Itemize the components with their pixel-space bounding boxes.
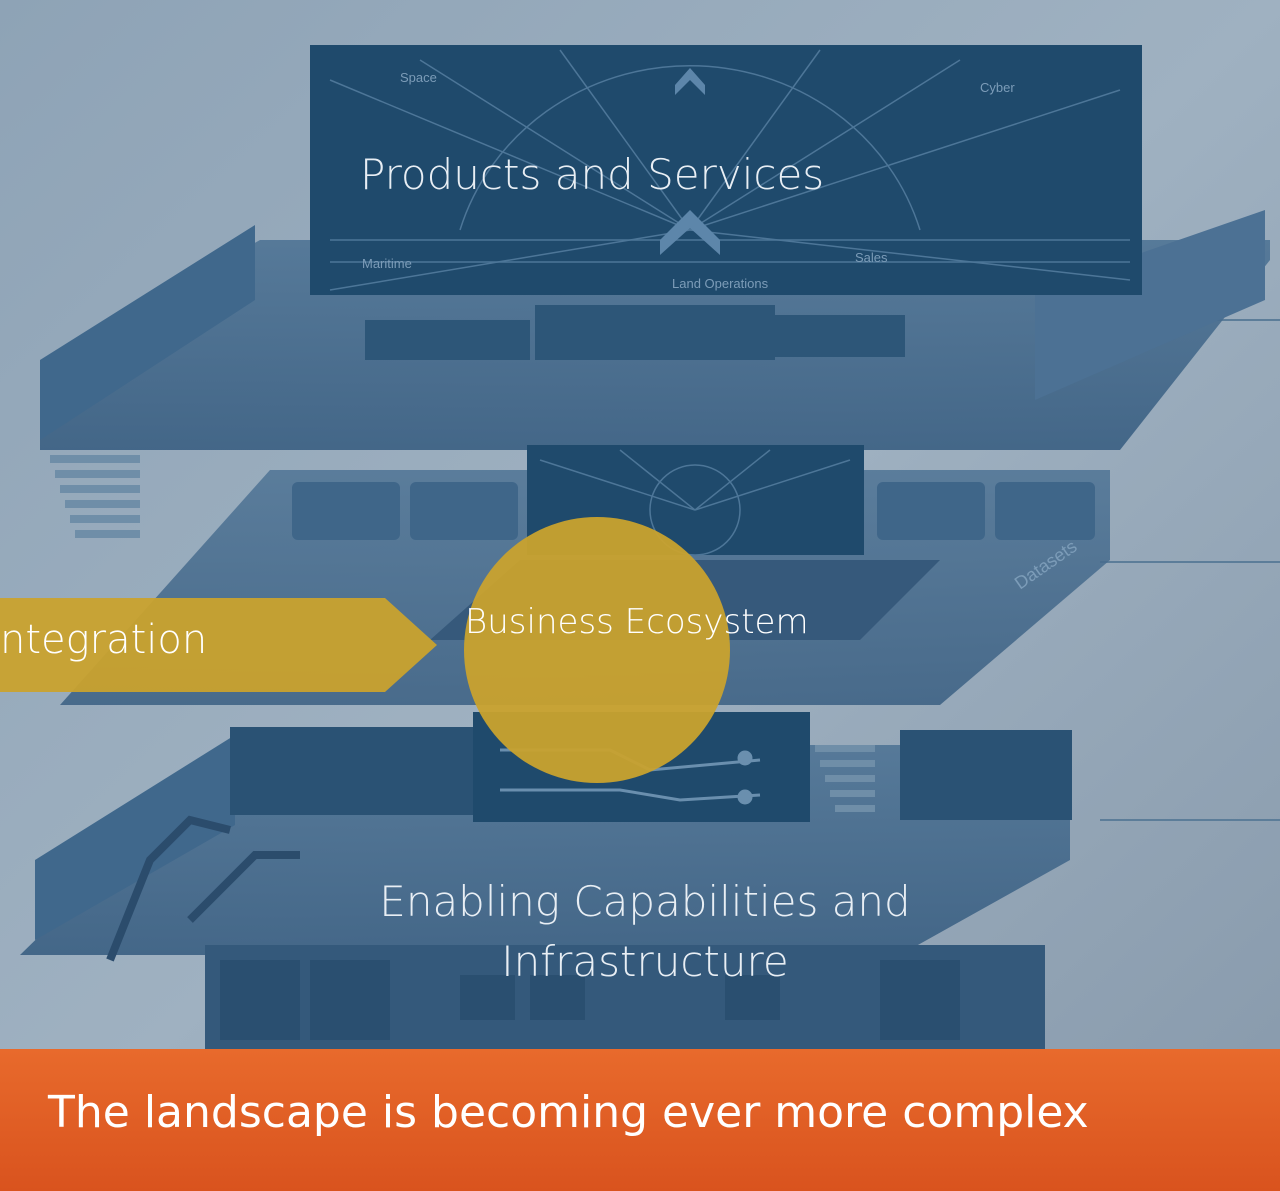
top-stairs bbox=[50, 455, 140, 538]
bottom-robot-arm bbox=[106, 815, 300, 962]
top-left-wall bbox=[40, 225, 255, 440]
panel-label-maritime: Maritime bbox=[362, 256, 412, 271]
bottom-left-wall bbox=[35, 735, 235, 940]
panel-label-space: Space bbox=[400, 70, 437, 85]
panel-label-cyber: Cyber bbox=[980, 80, 1015, 95]
integration-arrow bbox=[0, 598, 437, 692]
middle-panel-rays bbox=[539, 449, 851, 556]
panel-label-sales: Sales bbox=[855, 250, 888, 265]
products-panel-rays bbox=[329, 49, 1131, 291]
layer-title-products: Products and Services bbox=[360, 150, 825, 199]
top-desks bbox=[365, 305, 905, 360]
base-layer bbox=[205, 945, 1045, 1055]
top-layer: Space Cyber Maritime Land Operations Sal… bbox=[40, 45, 1270, 538]
bottom-banner bbox=[0, 1049, 1280, 1191]
center-node-label: Business Ecosystem bbox=[465, 602, 809, 642]
middle-screens bbox=[292, 482, 1095, 540]
panel-label-land-operations: Land Operations bbox=[672, 276, 769, 291]
banner-text: The landscape is becoming ever more comp… bbox=[48, 1087, 1089, 1138]
layer-title-enabling: Enabling Capabilities and Infrastructure bbox=[379, 877, 911, 986]
arrow-label: ntegration bbox=[0, 617, 208, 663]
top-center-chevron bbox=[660, 210, 720, 255]
top-peak-chevron bbox=[675, 68, 705, 95]
base-racks bbox=[220, 960, 960, 1040]
top-right-wall bbox=[1035, 210, 1265, 400]
business-ecosystem-circle bbox=[464, 517, 730, 783]
products-panel bbox=[310, 45, 1142, 295]
bottom-right-stairs bbox=[815, 745, 875, 812]
bottom-right-structure bbox=[900, 730, 1072, 820]
